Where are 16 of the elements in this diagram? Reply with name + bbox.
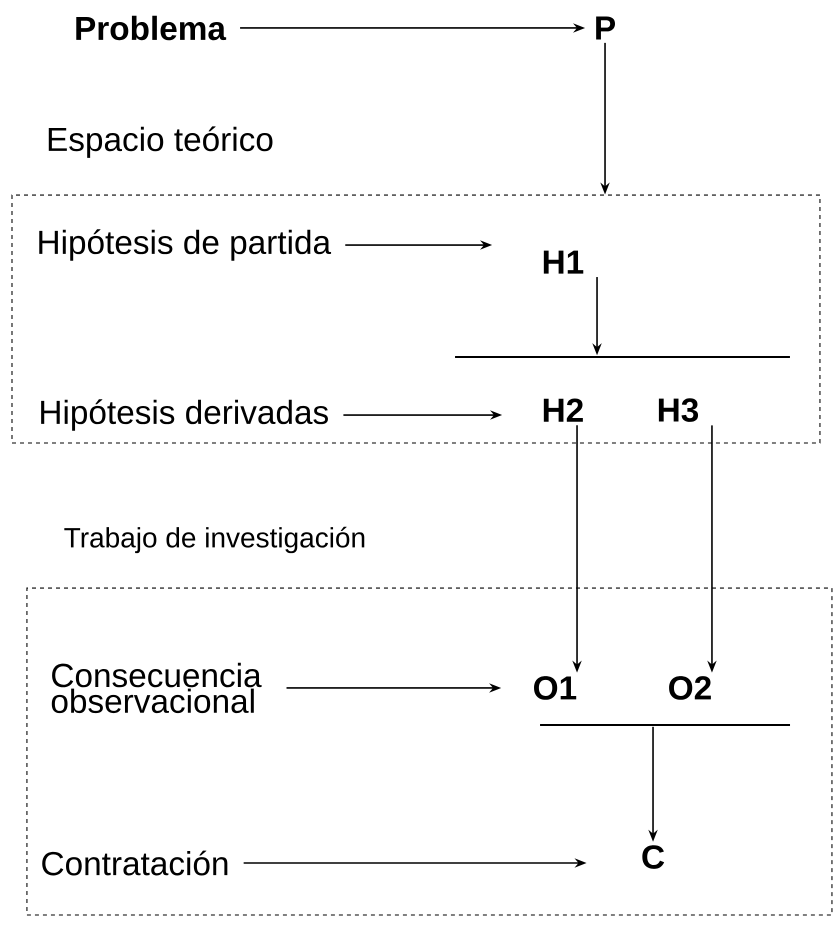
symbol-label: H2 [544, 398, 583, 422]
symbol-label: Problema [76, 16, 226, 40]
symbol-label: O1 [534, 676, 576, 700]
divider-bar [540, 724, 790, 726]
frame-heading: Espacio teórico [48, 126, 273, 158]
text-label: Hipótesis de partida [39, 229, 332, 261]
frame-heading: Trabajo de investigación [64, 526, 364, 554]
symbol-label: O2 [669, 676, 711, 700]
symbol-label: C [642, 845, 664, 869]
text-label: Contratación [42, 850, 228, 876]
symbol-label: H3 [658, 398, 698, 422]
symbol-label: P [596, 16, 616, 40]
text-label: Consecuencia observacional [52, 662, 262, 714]
symbol-label: H1 [544, 250, 584, 274]
divider-bar [455, 356, 790, 358]
text-label: Hipótesis derivadas [41, 399, 328, 431]
